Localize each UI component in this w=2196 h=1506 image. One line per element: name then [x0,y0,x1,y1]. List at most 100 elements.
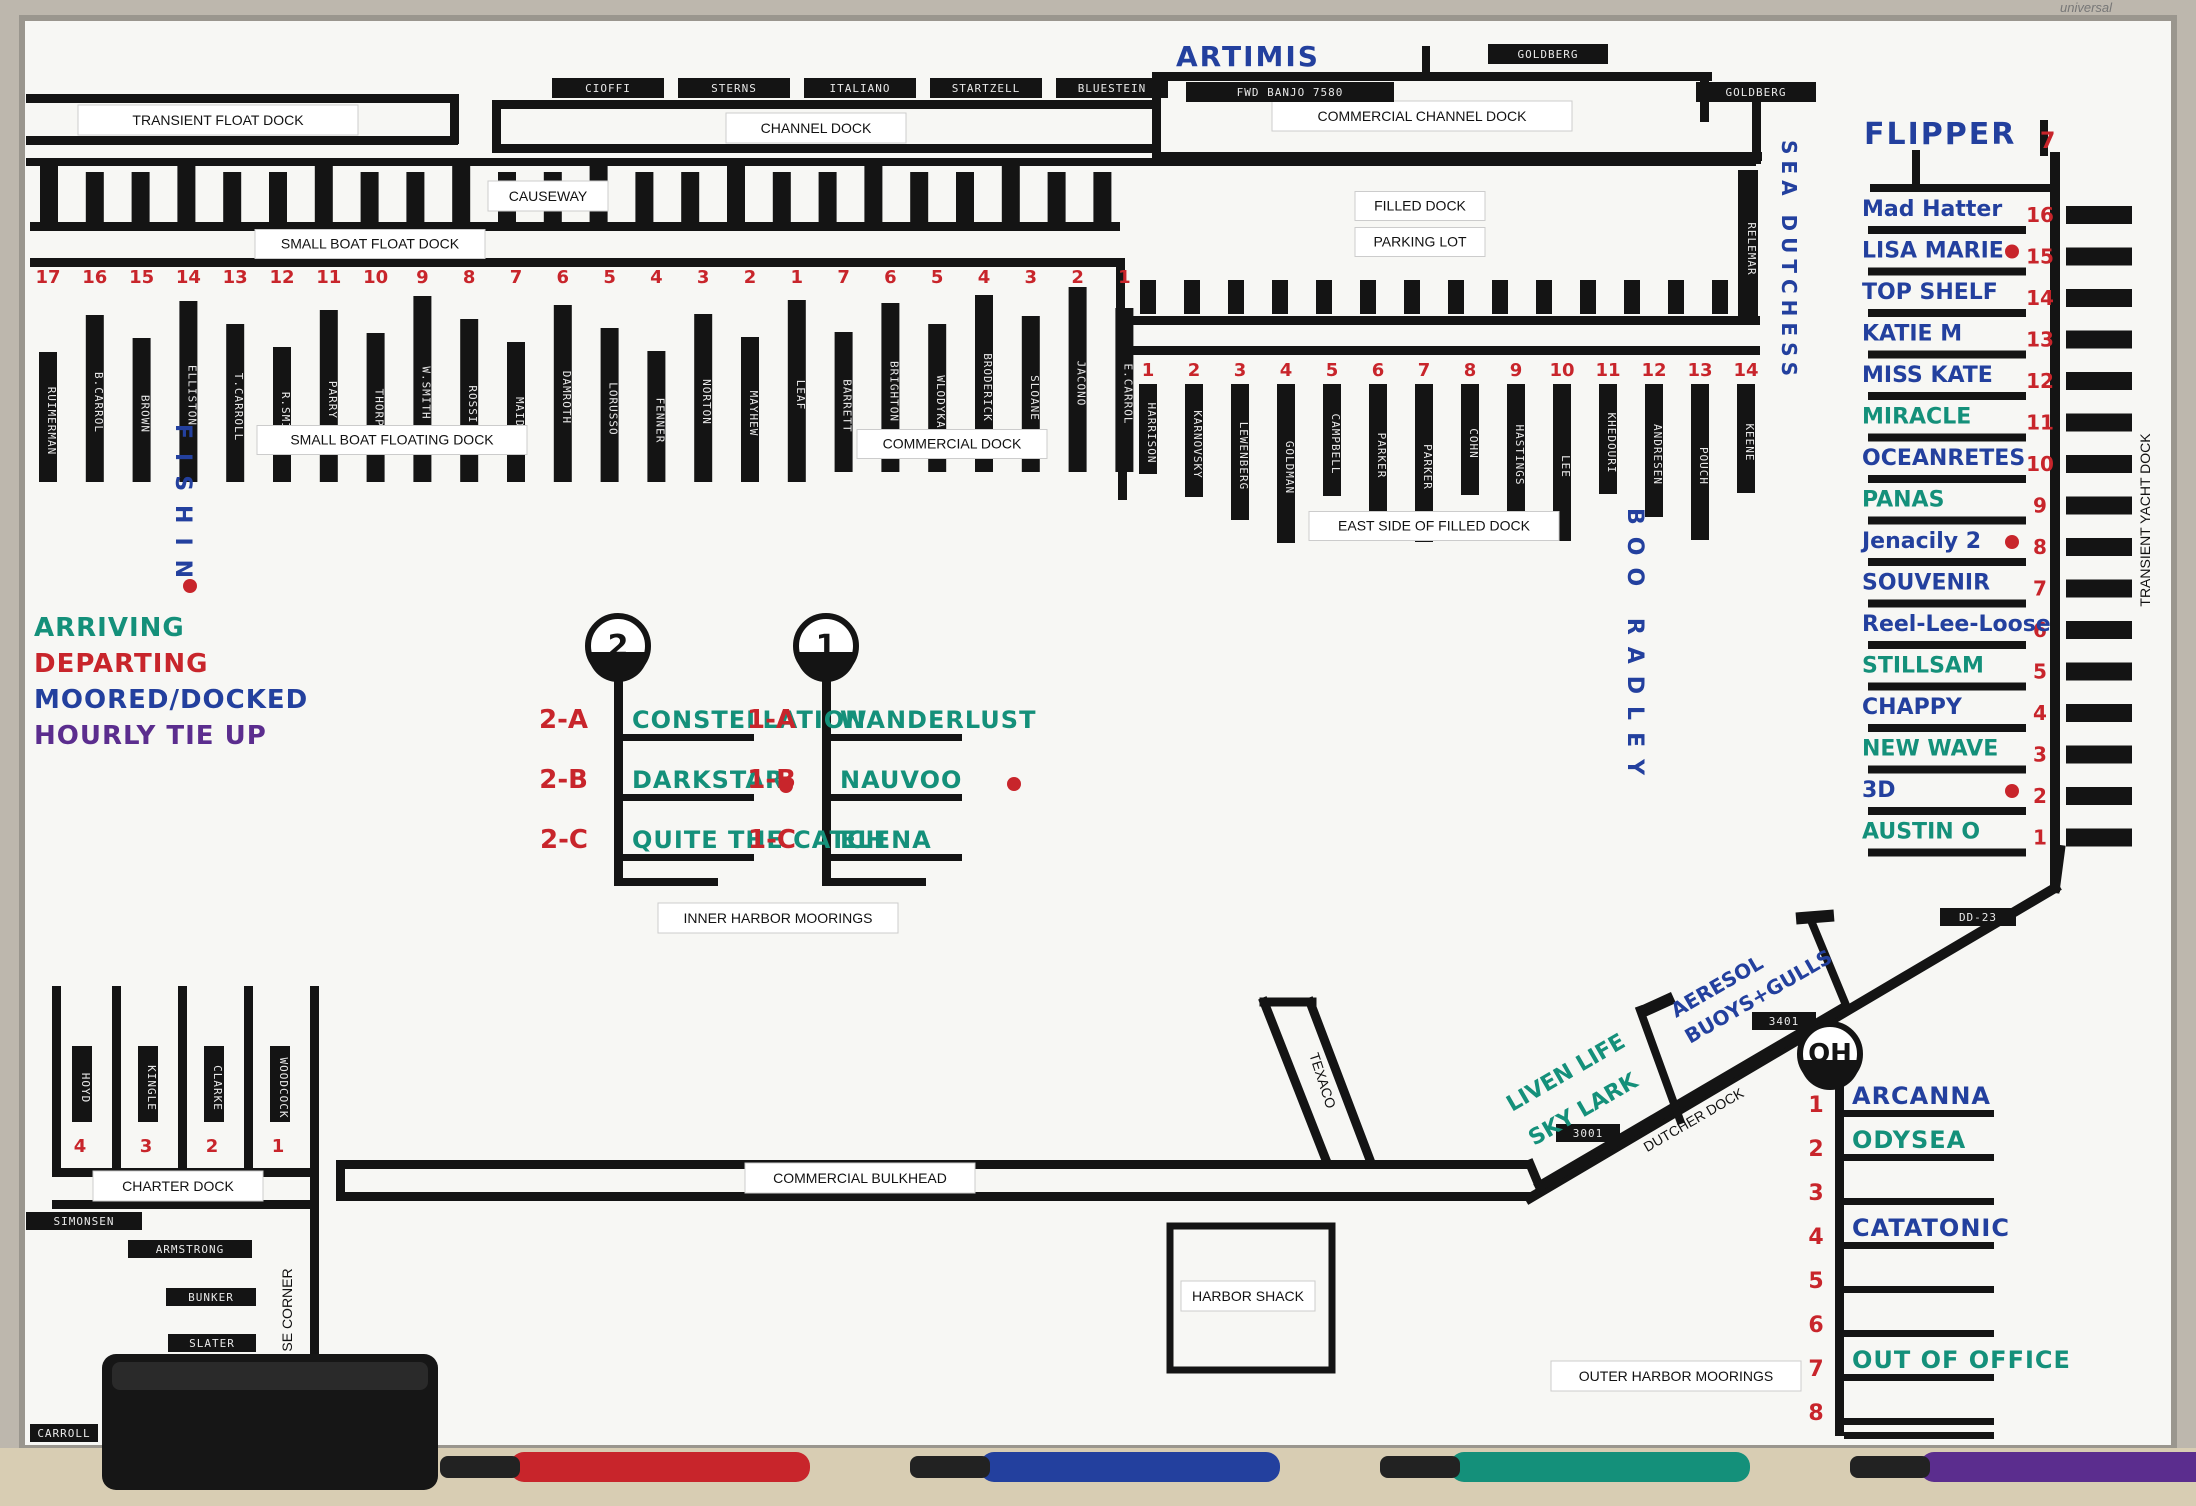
outer-harbor-number: 5 [1808,1269,1823,1294]
charter-dock-label: CHARTER DOCK [122,1178,234,1194]
yacht-slip-tape-group [2066,372,2132,390]
inner-harbor-moorings-label: INNER HARBOR MOORINGS [683,910,872,926]
east-side-filled-dock-label: EAST SIDE OF FILLED DOCK [1338,518,1531,534]
slip-number: 11 [316,267,341,288]
mooring-2-arm [618,794,754,801]
transient-float-dock-label: TRANSIENT FLOAT DOCK [132,112,304,128]
slip-name-tape: SLOANE [1028,375,1041,421]
charter-name-tape-group: BUNKER [166,1288,256,1306]
outer-harbor-arm [1844,1286,1994,1293]
marker-cap [1380,1456,1460,1478]
goldberg-tape: GOLDBERG [1518,48,1579,61]
mooring-1-id: 1-C [748,825,796,855]
slip-name-tape-group: CAMPBELL [1323,384,1342,496]
relemar-tape-group: RELEMAR [1740,180,1758,310]
slip-number: 1 [1142,360,1155,381]
slip-name-tape: LORUSSO [607,382,620,435]
slip-name-tape-group: JACONO [1069,287,1088,472]
yacht-slip-tape-group [2066,538,2132,556]
commercial-channel-dock-label-group: COMMERCIAL CHANNEL DOCK [1272,101,1572,131]
slip-name-tape: BROWN [139,395,152,433]
slip-number: 16 [82,267,107,288]
status-dot [2005,245,2019,259]
channel-dock-end [492,100,501,153]
slip-number: 13 [1687,360,1712,381]
mooring-1-boat-name: ELENA [840,826,932,854]
yacht-slip-number: 1 [2033,826,2047,850]
mooring-2-id: 2-A [539,705,588,735]
yacht-slip-tape-bg [2066,206,2132,224]
slip-name-tape-group: KHEDOURI [1599,384,1618,494]
yacht-slip-tape-bg [2066,248,2132,266]
yacht-finger [1868,475,2026,483]
slip-name-tape: LEE [1559,455,1572,478]
outer-harbor-number: 1 [1808,1093,1823,1118]
slip-name-tape: W.SMITH [419,366,432,419]
mooring-2-stem [614,676,623,884]
commercial-channel-tape: FWD BANJO 7580 [1237,86,1344,99]
yacht-slip-tape-bg [2066,372,2132,390]
yacht-slip-tape-bg [2066,704,2132,722]
filled-slip-tape [1404,280,1420,314]
charter-slip-number: 1 [272,1136,285,1157]
yacht-slip-number: 7 [2033,577,2047,601]
upper-slip-tape [1002,162,1020,222]
mooring-1-arm [826,794,962,801]
filled-slip-tape [1712,280,1728,314]
channel-dock-top [492,100,1156,109]
commercial-dock-label-group: COMMERCIAL DOCK [857,430,1047,459]
slip-number: 3 [697,267,710,288]
channel-dock-bottom [492,144,1156,153]
legend-entry: HOURLY TIE UP [34,721,267,751]
yacht-slip-tape-bg [2066,829,2132,847]
upper-slip-tape [727,162,745,222]
yacht-slip-tape-group [2066,206,2132,224]
channel-dock-tape: ITALIANO [830,82,891,95]
commercial-channel-tape-group: FWD BANJO 7580 [1186,82,1394,102]
yacht-slip-number: 2 [2033,784,2047,808]
slip-name-tape: LEWENBERG [1237,422,1250,491]
outer-harbor-number: 8 [1808,1401,1823,1426]
marker-pen-red [510,1452,810,1482]
slip-name-tape-group: RUIMERMAN [39,352,58,482]
slip-number: 6 [1372,360,1385,381]
harbor-shack-label-group: HARBOR SHACK [1181,1281,1315,1311]
channel-dock-tape-group: ITALIANO [804,78,916,98]
slip-name-tape: HASTINGS [1513,425,1526,486]
slip-number: 5 [931,267,944,288]
mooring-1-id: 1-A [747,705,796,735]
mooring-2-id: 2-C [540,825,588,855]
slip-name-tape: B.CARROL [92,372,105,433]
dutcher-t-cap-2 [1802,916,1828,918]
slip-name-tape: PARKER [1421,444,1434,490]
upper-slip-tape [406,172,424,222]
slip-name-tape-group: KEENE [1737,384,1756,493]
marker-cap [910,1456,990,1478]
small-boat-dock-label: SMALL BOAT FLOAT DOCK [281,236,460,252]
causeway-line [26,158,1756,166]
dutcher-tag: 3001 [1573,1127,1604,1140]
filled-slip-tape [1624,280,1640,314]
channel-dock-tape: CIOFFI [585,82,631,95]
yacht-slip-number: 16 [2026,203,2054,227]
yacht-boat-name: Reel-Lee-Loose [1862,612,2051,637]
yacht-slip-tape-group [2066,829,2132,847]
parking-lot-label: PARKING LOT [1373,234,1467,250]
slip-number: 5 [603,267,616,288]
charter-name-tape: ARMSTRONG [156,1243,225,1256]
filled-slip-tape [1536,280,1552,314]
slip-number: 4 [650,267,663,288]
mooring-1-base [822,878,926,886]
slip-name-tape: HARRISON [1145,403,1158,464]
yacht-slip-tape-group [2066,621,2132,639]
slip-number: 2 [744,267,757,288]
small-boat-dock-line [30,258,1120,267]
yacht-boat-name: STILLSAM [1862,654,1984,679]
legend-entry: DEPARTING [34,649,209,679]
slip-name-tape: BRIGHTON [887,361,900,422]
slip-number: 3 [1025,267,1038,288]
filled-slip-tape [1580,280,1596,314]
legend-entry: MOORED/DOCKED [34,685,308,715]
yacht-boat-name: CHAPPY [1862,695,1963,720]
